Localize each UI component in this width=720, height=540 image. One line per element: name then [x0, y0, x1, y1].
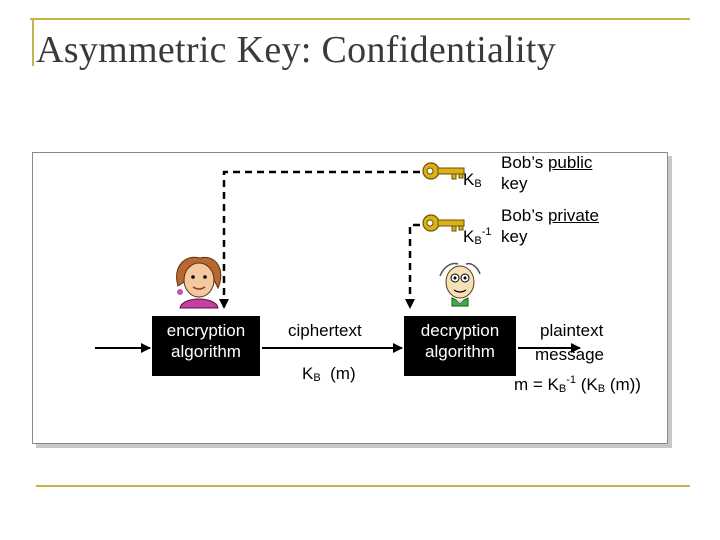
plaintext-equation: m = KB-1 (KB (m)) — [514, 370, 641, 399]
encryption-algorithm-box: encryption algorithm — [152, 316, 260, 376]
private-key-desc-line1: Bob’s private — [501, 206, 599, 226]
decryption-line1: decryption — [420, 321, 500, 340]
plaintext-label: plaintext — [540, 321, 604, 340]
private-key-k: K — [463, 227, 475, 246]
public-key-subscript: B — [474, 178, 482, 190]
left-accent-line — [32, 20, 34, 66]
private-key-superscript: -1 — [481, 226, 492, 238]
equation-prefix: m = K — [514, 375, 559, 394]
equation-sup: -1 — [566, 374, 576, 386]
public-key-icon — [422, 162, 465, 180]
private-key-owner: Bob’s — [501, 206, 544, 225]
encryption-line1: encryption — [166, 321, 246, 340]
decryption-line2: algorithm — [425, 342, 495, 361]
ciphertext-sub: B — [313, 372, 321, 384]
private-key-kind: private — [547, 206, 599, 225]
private-key-symbol: KB-1 — [463, 222, 491, 251]
equation-open: (K — [580, 375, 598, 394]
equation-close: (m)) — [609, 375, 641, 394]
slide-title: Asymmetric Key: Confidentiality — [36, 29, 557, 71]
public-key-symbol: KB — [463, 170, 482, 194]
public-key-owner: Bob’s — [501, 153, 544, 172]
top-accent-line — [30, 18, 690, 20]
private-key-dashed-line — [405, 223, 420, 309]
equation-sub1: B — [558, 383, 567, 395]
ciphertext-k: K — [302, 364, 314, 383]
private-key-icon — [422, 214, 465, 232]
public-key-desc-line2: key — [501, 174, 528, 193]
public-key-desc-line1: Bob’s public — [501, 153, 592, 173]
encryption-line2: algorithm — [171, 342, 241, 361]
alice-icon — [176, 256, 222, 309]
plaintext-message-label: message — [535, 345, 604, 364]
decryption-algorithm-box: decryption algorithm — [404, 316, 516, 376]
ciphertext-arg: (m) — [330, 364, 356, 383]
public-key-kind: public — [547, 153, 593, 172]
private-key-desc-line2: key — [501, 227, 528, 246]
bob-icon — [439, 262, 481, 307]
public-key-dashed-line — [219, 170, 420, 309]
ciphertext-formula: KB (m) — [302, 364, 356, 388]
diagram-frame — [32, 152, 668, 444]
bottom-accent-line — [36, 485, 690, 487]
public-key-k: K — [463, 170, 475, 189]
equation-sub2: B — [597, 383, 606, 395]
ciphertext-label: ciphertext — [288, 321, 362, 340]
private-key-subscript: B — [474, 235, 482, 247]
